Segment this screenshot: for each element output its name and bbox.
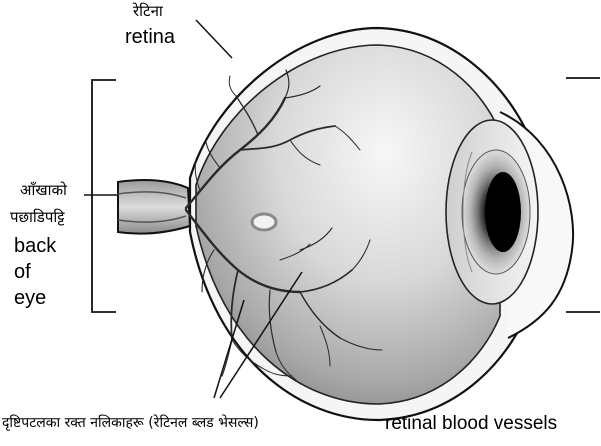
label-retina-english: retina [125,27,175,47]
back-of-eye-bracket [92,80,116,312]
label-back-of-eye-nepali-2: पछाडिपट्टि [10,210,65,225]
retina-leader [196,20,232,58]
label-back-of-eye-english-1: back [14,236,56,256]
label-back-of-eye-nepali-1: आँखाको [20,183,67,198]
label-back-of-eye-english-2: of [14,262,31,282]
pupil [485,172,521,252]
label-vessels-nepali: दृष्टिपटलका रक्त नलिकाहरू (रेटिनल ब्लड भ… [2,416,259,430]
macula [252,214,276,230]
label-retina-nepali: रेटिना [133,4,163,19]
front-of-eye-bracket [566,78,600,312]
label-vessels-english: retinal blood vessels [385,414,557,433]
lens-iris [446,120,538,304]
label-back-of-eye-english-3: eye [14,288,46,308]
optic-nerve [118,180,190,234]
